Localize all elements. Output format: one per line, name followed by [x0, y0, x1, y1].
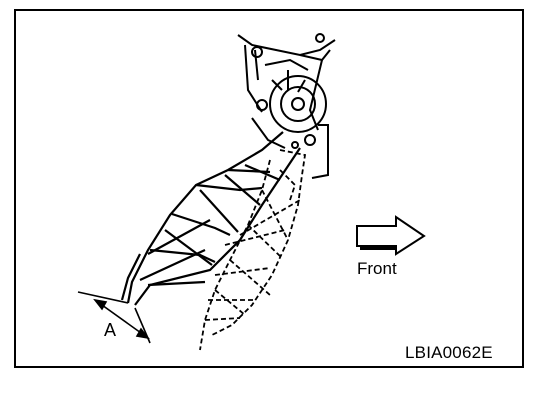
dimension-a-label: A — [104, 320, 117, 340]
dimension-a — [77, 291, 151, 344]
front-label: Front — [357, 259, 397, 278]
pedal-bracket — [237, 33, 336, 179]
pedal-solid — [120, 131, 301, 306]
figure-frame — [14, 9, 524, 368]
pedal-dashed-position — [199, 149, 307, 351]
front-arrow-icon — [356, 215, 426, 256]
figure-code: LBIA0062E — [405, 343, 493, 362]
